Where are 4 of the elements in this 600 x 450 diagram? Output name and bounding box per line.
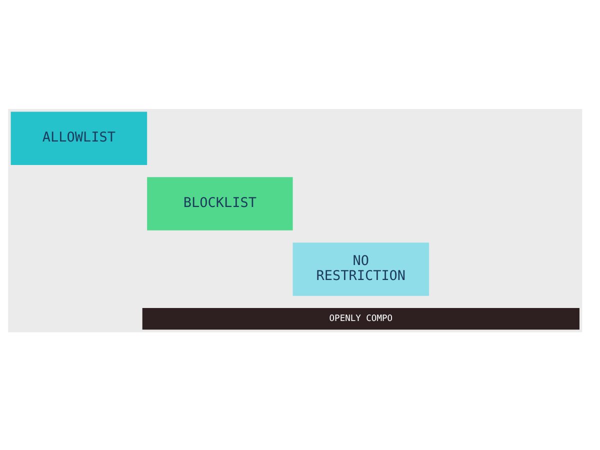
node-box: NO RESTRICTION bbox=[292, 242, 430, 296]
node-box: ALLOWLIST bbox=[10, 111, 148, 164]
node-box: BLOCKLIST bbox=[147, 176, 293, 230]
node-box: OPENLY COMPO bbox=[142, 308, 580, 330]
